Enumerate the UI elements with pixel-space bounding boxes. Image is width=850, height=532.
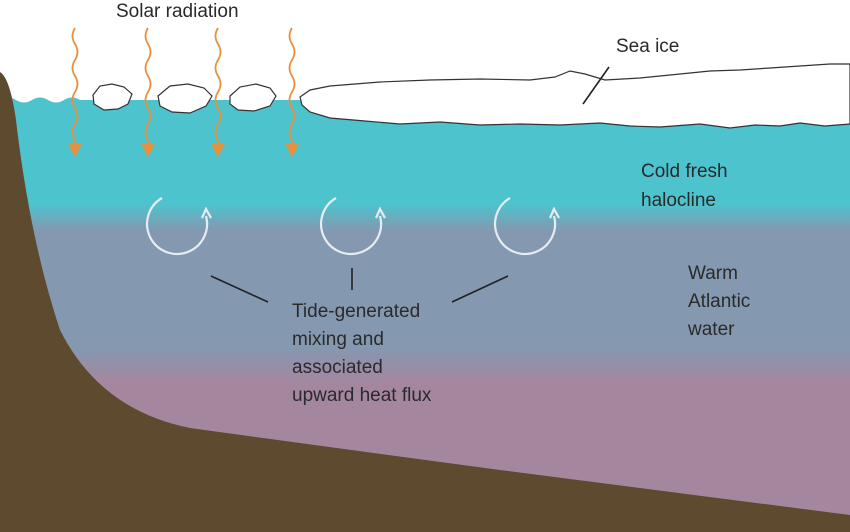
mixing-arrow xyxy=(493,197,557,255)
leader-lines xyxy=(210,66,610,303)
atlantic-label-line2: Atlantic xyxy=(688,291,750,312)
mixing-arrow xyxy=(319,197,383,255)
radiation-arrow xyxy=(284,27,300,158)
solar-radiation-label: Solar radiation xyxy=(116,1,239,22)
mixing-arrowhead xyxy=(548,206,560,219)
mixing-label-line3: associated xyxy=(292,357,383,378)
tidal-mixing-arrows xyxy=(145,197,560,255)
halocline-label-line1: Cold fresh xyxy=(641,161,728,182)
mixing-label-line2: mixing and xyxy=(292,329,384,350)
seabed xyxy=(0,72,850,532)
mixing-label-line1: Tide-generated xyxy=(292,301,420,322)
mixing-leader xyxy=(451,275,509,303)
radiation-arrow xyxy=(210,27,226,158)
mixing-arrowhead xyxy=(200,206,212,219)
mixing-arrow xyxy=(145,197,209,255)
mixing-label-line4: upward heat flux xyxy=(292,385,432,406)
sea-ice-label: Sea ice xyxy=(616,36,679,57)
halocline-label-line2: halocline xyxy=(641,190,716,211)
ice-floe xyxy=(229,83,277,112)
sea-ice-leader xyxy=(582,66,610,105)
solar-radiation-arrows xyxy=(67,27,300,158)
ice-floe xyxy=(157,83,213,114)
mixing-leader xyxy=(210,275,269,303)
radiation-arrow xyxy=(67,27,83,158)
ice-floe xyxy=(92,83,133,111)
atlantic-label-line3: water xyxy=(687,319,735,340)
mixing-arrowhead xyxy=(374,206,386,219)
atlantic-label-line1: Warm xyxy=(688,263,738,284)
ice-sheet xyxy=(299,63,850,129)
ocean-water xyxy=(0,97,850,532)
sea-ice xyxy=(92,63,850,129)
radiation-arrow xyxy=(140,27,156,158)
